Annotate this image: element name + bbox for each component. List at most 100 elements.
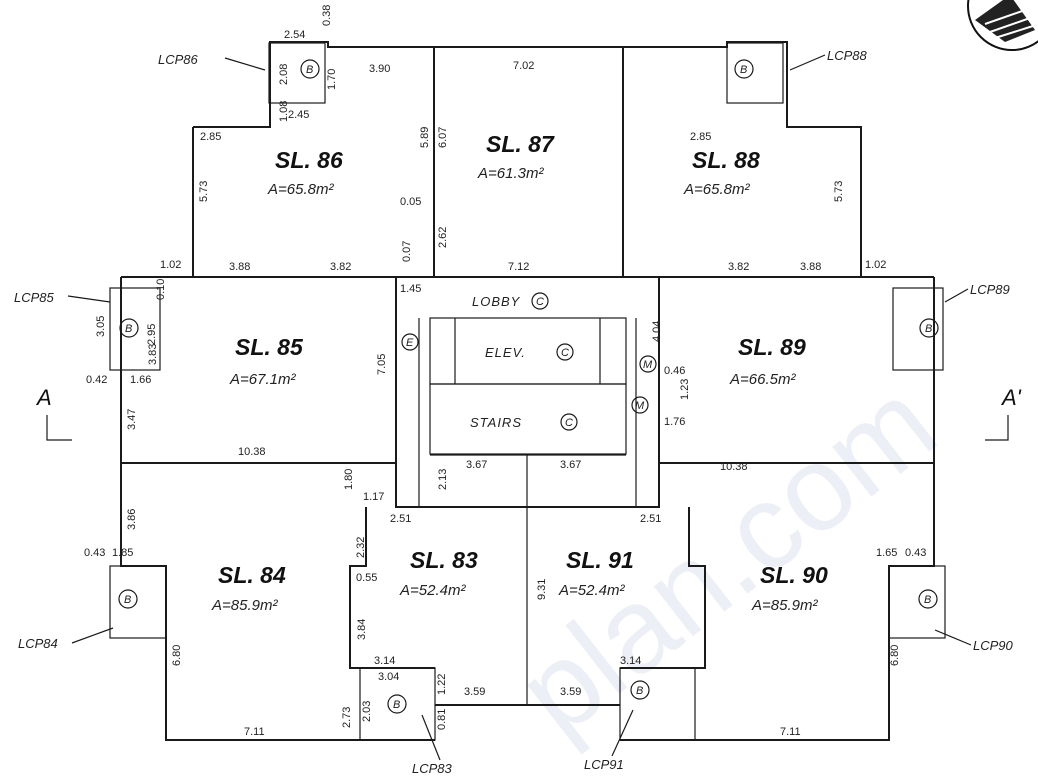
unit-sl87: SL. 87 A=61.3m² (477, 131, 555, 182)
balcony-symbols: B B B B B B B B (118, 59, 939, 714)
unit-name: SL. 88 (692, 147, 760, 173)
dimension-label: 3.14 (620, 655, 641, 667)
unit-area: A=52.4m² (399, 582, 466, 599)
dimension-label: 3.59 (560, 686, 581, 698)
dimension-label: 3.05 (95, 316, 107, 337)
meter-symbols: M M (631, 355, 657, 414)
section-label: A (35, 385, 52, 410)
dimension-label: 1.85 (112, 547, 133, 559)
meter-symbol-icon: M (635, 400, 645, 412)
dimension-label: 3.67 (466, 459, 487, 471)
dimension-label: 9.31 (536, 579, 548, 600)
dimension-label: 3.04 (378, 671, 399, 683)
unit-area: A=61.3m² (477, 165, 544, 182)
dimension-label: 6.80 (889, 645, 901, 666)
dimension-label: 3.59 (464, 686, 485, 698)
balcony-symbol-icon: B (925, 323, 932, 335)
dimension-label: 0.42 (86, 374, 107, 386)
unit-name: SL. 84 (218, 562, 286, 588)
lcp88-label: LCP88 (827, 48, 868, 63)
elev-label: ELEV. (485, 345, 526, 360)
unit-name: SL. 87 (486, 131, 555, 157)
dimension-label: 6.80 (171, 645, 183, 666)
dimension-label: 2.32 (355, 537, 367, 558)
dimension-label: 0.81 (436, 709, 448, 730)
lcp89-label: LCP89 (970, 282, 1010, 297)
dimension-label: 10.38 (238, 446, 266, 458)
balcony-symbol-icon: B (124, 594, 131, 606)
dimension-label: 3.88 (229, 261, 250, 273)
lcp85-label: LCP85 (14, 290, 55, 305)
dimension-label: 0.46 (664, 365, 685, 377)
section-mark-left: A (35, 385, 72, 441)
lcp86-label: LCP86 (158, 52, 199, 67)
dimension-label: 2.73 (341, 707, 353, 728)
dimension-label: 7.11 (780, 726, 801, 738)
core-stairs: STAIRS C (470, 413, 578, 431)
stairs-label: STAIRS (470, 415, 522, 430)
dimension-label: 3.82 (330, 261, 351, 273)
dimension-label: 3.82 (728, 261, 749, 273)
unit-sl89: SL. 89 A=66.5m² (729, 334, 806, 388)
dimension-label: 1.02 (160, 259, 181, 271)
lobby-label: LOBBY (472, 294, 521, 309)
dimension-label: 0.10 (155, 279, 167, 300)
dimension-label: 5.73 (198, 181, 210, 202)
dimension-label: 2.85 (690, 131, 711, 143)
dimension-label: 5.73 (833, 181, 845, 202)
lcp90-label: LCP90 (973, 638, 1014, 653)
unit-area: A=85.9m² (751, 597, 818, 614)
unit-name: SL. 89 (738, 334, 806, 360)
dimension-label: 0.43 (905, 547, 926, 559)
unit-sl84: SL. 84 A=85.9m² (211, 562, 286, 614)
unit-name: SL. 83 (410, 547, 478, 573)
lcp84-label: LCP84 (18, 636, 58, 651)
unit-name: SL. 91 (566, 547, 634, 573)
lcp91-label: LCP91 (584, 757, 624, 772)
dimension-label: 0.55 (356, 572, 377, 584)
dimension-label: 3.88 (800, 261, 821, 273)
core-elevator: ELEV. C (485, 343, 574, 361)
dimension-label: 1.08 (278, 101, 290, 122)
dimension-label: 3.83 (147, 344, 159, 365)
unit-area: A=85.9m² (211, 597, 278, 614)
unit-sl85: SL. 85 A=67.1m² (229, 334, 304, 388)
dimension-label: 1.76 (664, 416, 685, 428)
balcony-symbol-icon: B (125, 323, 132, 335)
unit-area: A=66.5m² (729, 371, 796, 388)
section-mark-right: A' (985, 385, 1022, 441)
dimension-label: 2.45 (288, 109, 309, 121)
unit-area: A=52.4m² (558, 582, 625, 599)
dimension-label: 3.90 (369, 63, 390, 75)
balcony-symbol-icon: B (924, 594, 931, 606)
dimension-label: 1.23 (679, 379, 691, 400)
lcp83-label: LCP83 (412, 761, 453, 776)
unit-name: SL. 85 (235, 334, 304, 360)
elev-symbol-icon: E (406, 337, 414, 349)
dimension-label: 2.54 (284, 29, 305, 41)
meter-symbol-icon: M (643, 359, 653, 371)
north-badge-icon (967, 0, 1038, 51)
dimension-label: 2.08 (278, 64, 290, 85)
dimension-label: 3.86 (126, 509, 138, 530)
dimension-label: 0.07 (401, 241, 413, 262)
dimension-label: 2.95 (146, 324, 158, 345)
common-symbol-icon: C (565, 417, 573, 429)
dimension-label: 1.66 (130, 374, 151, 386)
dimension-label: 3.47 (126, 409, 138, 430)
balcony-symbol-icon: B (393, 699, 400, 711)
dimension-label: 7.12 (508, 261, 529, 273)
dimension-label: 2.03 (361, 701, 373, 722)
dimension-label: 1.65 (876, 547, 897, 559)
unit-name: SL. 86 (275, 147, 343, 173)
dimension-label: 5.89 (419, 127, 431, 148)
unit-area: A=67.1m² (229, 371, 296, 388)
balcony-symbol-icon: B (636, 685, 643, 697)
dimension-label: 2.62 (437, 227, 449, 248)
elev-symbol: E (401, 333, 419, 351)
dimension-label: 7.11 (244, 726, 265, 738)
dimension-label: 7.05 (376, 354, 388, 375)
dimension-label: 2.13 (437, 469, 449, 490)
unit-sl86: SL. 86 A=65.8m² (267, 147, 343, 198)
